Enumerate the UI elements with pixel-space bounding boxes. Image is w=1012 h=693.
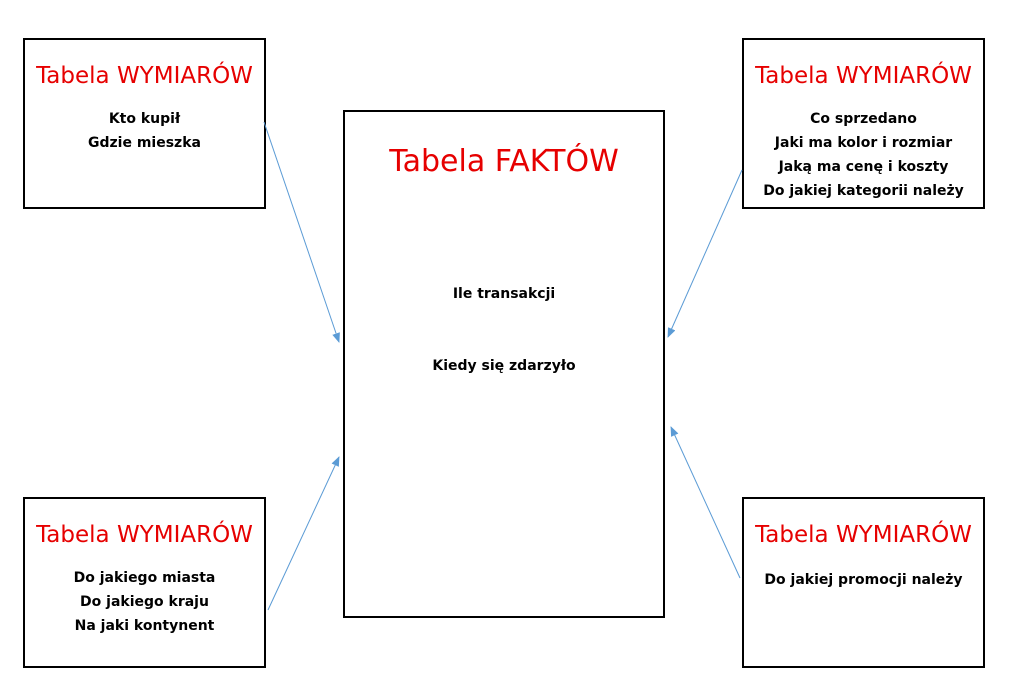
dimension-table-promotion: Tabela WYMIARÓW Do jakiej promocji należ… bbox=[742, 497, 985, 668]
dimension-table-title: Tabela WYMIARÓW bbox=[755, 522, 972, 548]
dimension-attribute: Do jakiego miasta bbox=[73, 570, 216, 586]
dimension-attribute: Gdzie mieszka bbox=[88, 135, 201, 151]
fact-table-title: Tabela FAKTÓW bbox=[389, 144, 619, 179]
dimension-attribute: Na jaki kontynent bbox=[74, 618, 215, 634]
dimension-table-location: Tabela WYMIARÓW Do jakiego miasta Do jak… bbox=[23, 497, 266, 668]
dimension-table-title: Tabela WYMIARÓW bbox=[36, 522, 253, 548]
dimension-attribute: Kto kupił bbox=[108, 111, 181, 127]
arrow-bottom-left bbox=[267, 456, 340, 611]
arrow-top-left bbox=[263, 121, 340, 343]
fact-table: Tabela FAKTÓW Ile transakcji Kiedy się z… bbox=[343, 110, 665, 618]
dimension-attribute: Do jakiej promocji należy bbox=[764, 572, 963, 588]
dimension-attribute: Co sprzedano bbox=[810, 111, 917, 127]
dimension-attribute: Jaką ma cenę i koszty bbox=[778, 159, 949, 175]
dimension-attribute: Jaki ma kolor i rozmiar bbox=[774, 135, 953, 151]
arrow-top-right bbox=[667, 169, 743, 338]
dimension-attribute: Do jakiego kraju bbox=[80, 594, 209, 610]
arrow-bottom-right bbox=[670, 426, 741, 579]
fact-measure: Kiedy się zdarzyło bbox=[432, 358, 576, 374]
fact-measure: Ile transakcji bbox=[452, 286, 556, 302]
dimension-table-title: Tabela WYMIARÓW bbox=[755, 63, 972, 89]
dimension-attribute: Do jakiej kategorii należy bbox=[763, 183, 964, 199]
dimension-table-customer: Tabela WYMIARÓW Kto kupił Gdzie mieszka bbox=[23, 38, 266, 209]
dimension-table-title: Tabela WYMIARÓW bbox=[36, 63, 253, 89]
dimension-table-product: Tabela WYMIARÓW Co sprzedano Jaki ma kol… bbox=[742, 38, 985, 209]
